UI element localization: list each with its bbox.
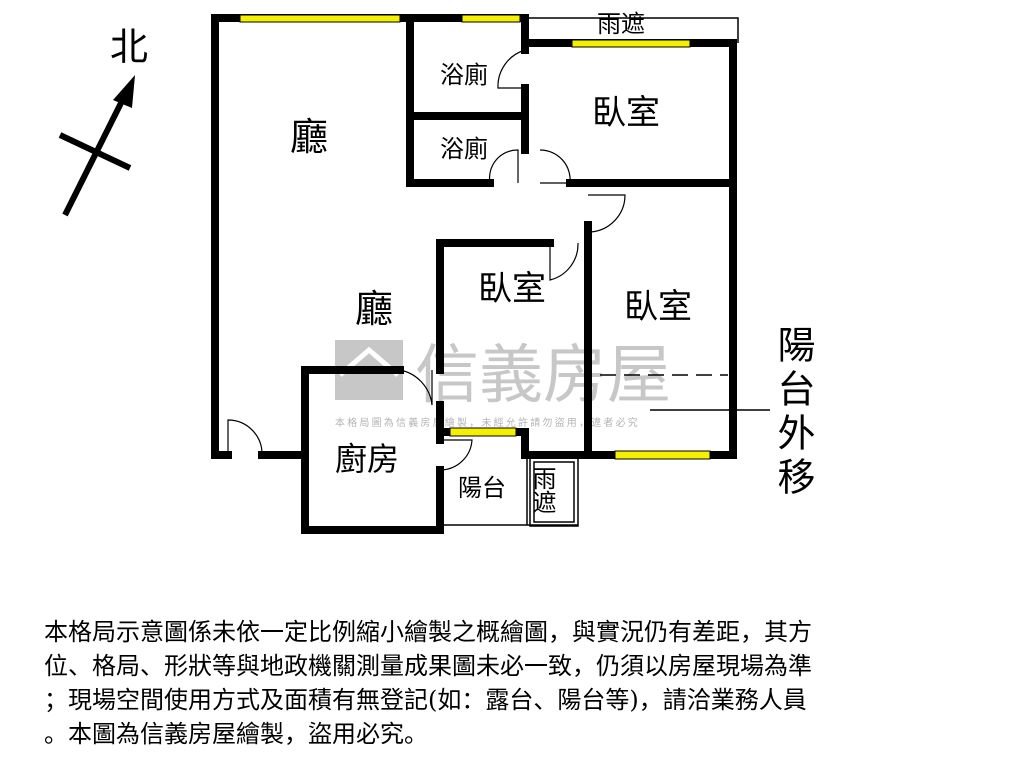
door [439,439,473,471]
watermark-notice: 本格局圖為信義房屋繪製，未經允許請勿盜用，違者必究 [335,416,640,429]
room-label-rain-cover: 雨遮 [528,466,556,514]
door [539,149,571,184]
room-label-bedroom: 臥室 [478,269,546,309]
room-label-kitchen: 廚房 [335,440,399,478]
room-label-bedroom: 臥室 [592,93,660,133]
disclaimer-line: 位、格局、形狀等與地政機關測量成果圖未必一致，仍須以房屋現場為準 [44,652,812,680]
room-label-living: 廳 [355,287,393,331]
room-label-bathroom: 浴廁 [440,135,488,163]
north-arrow: 北 [58,25,148,217]
window [449,427,517,437]
room-label-living: 廳 [290,115,328,159]
disclaimer: 本格局示意圖係未依一定比例縮小繪製之概繪圖，與實況仍有差距，其方 位、格局、形狀… [44,615,994,751]
window [571,39,691,48]
window [461,14,521,23]
door [399,369,433,406]
watermark-brand: 信義房屋 [415,339,671,413]
window [614,450,711,460]
door [227,419,263,456]
disclaimer-line: 。本圖為信義房屋繪製，盜用必究。 [44,720,428,748]
disclaimer-line: ；現場空間使用方式及面積有無登記(如：露台、陽台等)，請洽業務人員 [44,686,807,714]
room-label-rain-cover: 雨遮 [597,10,645,38]
room-label-balcony-moved: 陽台外移 [771,325,815,501]
door [488,149,519,184]
window [239,14,401,23]
north-label: 北 [110,25,148,69]
watermark: 信義房屋 本格局圖為信義房屋繪製，未經允許請勿盜用，違者必究 [335,339,671,429]
windows [239,14,711,460]
room-label-bedroom: 臥室 [624,287,692,327]
room-label-bathroom: 浴廁 [440,61,488,89]
room-label-balcony: 陽台 [458,474,506,502]
doors [227,49,626,471]
disclaimer-line: 本格局示意圖係未依一定比例縮小繪製之概繪圖，與實況仍有差距，其方 [44,618,812,646]
door [549,242,579,281]
door [587,194,626,233]
door [497,49,526,89]
